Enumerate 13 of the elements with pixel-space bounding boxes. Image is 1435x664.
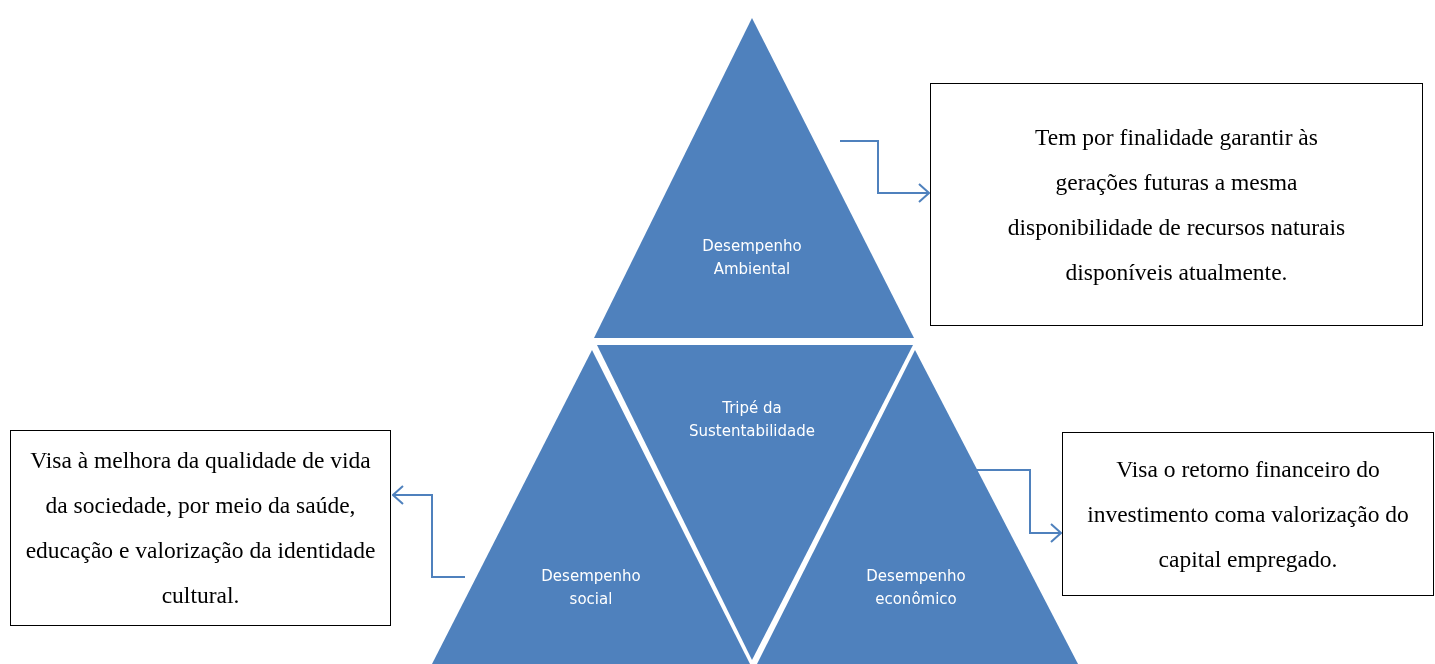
arrow (839, 140, 930, 203)
box-text: Visa à melhora da qualidade de vida da sociedade, por meio da saúde, educação e valorização da identidade cultural. (25, 446, 376, 610)
arrow (974, 469, 1062, 543)
triangle-label: Desempenho Ambiental (701, 236, 803, 280)
text-box (10, 430, 391, 626)
text-box (1062, 432, 1434, 596)
arrow (392, 485, 466, 578)
triangle-label: Desempenho econômico (865, 566, 967, 610)
triangle-label: Desempenho social (540, 566, 642, 610)
box-text: Visa o retorno financeiro do investimento coma valorização do capital empregado. (1086, 454, 1410, 574)
triangle-label: Tripé da Sustentabilidade (688, 398, 816, 442)
text-box (930, 83, 1423, 326)
box-text: Tem por finalidade garantir às gerações futuras a mesma disponibilidade de recursos naturais disponíveis atualmente. (1006, 122, 1347, 287)
